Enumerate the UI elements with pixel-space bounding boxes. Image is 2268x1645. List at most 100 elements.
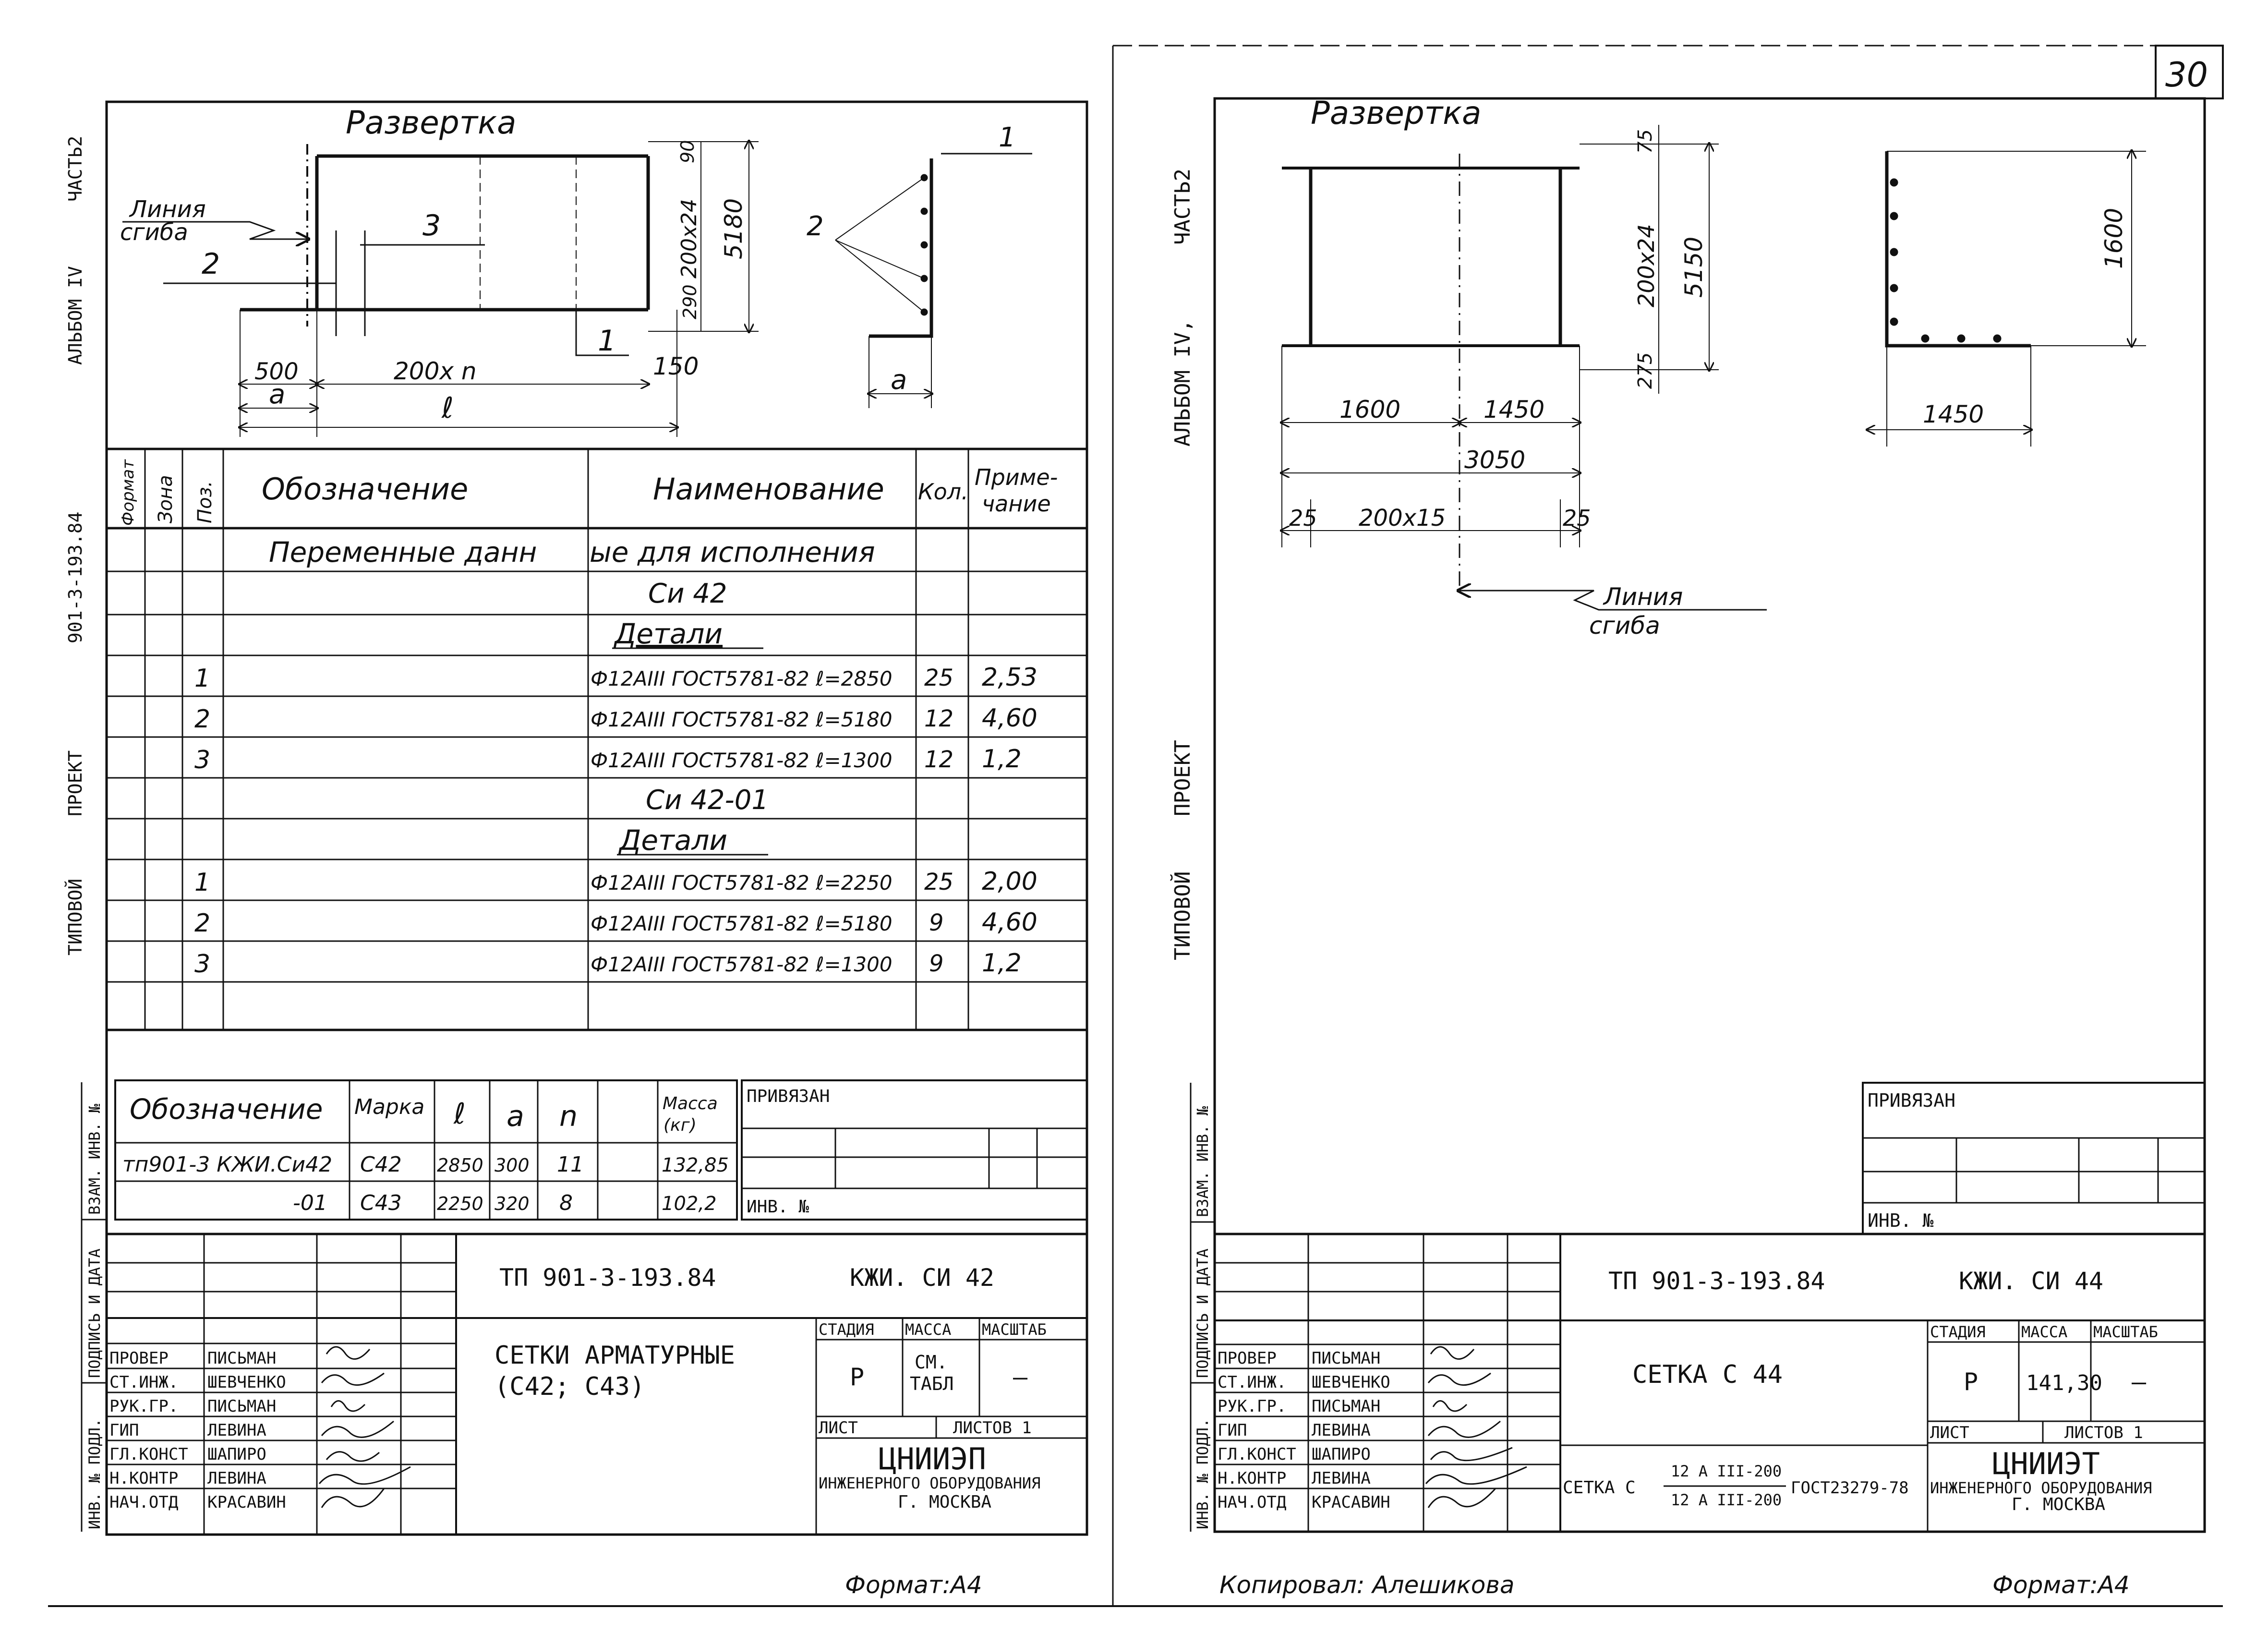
spec-row-name: Ф12АIII ГОСТ5781-82 ℓ=2850 <box>591 667 893 690</box>
tb-stage-label: СТАДИЯ <box>1930 1323 1986 1341</box>
marks-table-border <box>114 1079 738 1221</box>
sheet-1-drawing: Развертка Линия сгиба 3 2 1 <box>120 104 1032 437</box>
signature <box>1425 1466 1527 1485</box>
dim-a: a <box>269 379 285 410</box>
tb-city: Г. МОСКВА <box>2012 1495 2105 1514</box>
tb-person: ПИСЬМАН <box>207 1349 276 1368</box>
page-number-box <box>2155 45 2224 99</box>
bind-block-border <box>741 1079 1088 1221</box>
side-view-dot <box>1957 334 1966 343</box>
tb-title: СЕТКА С 44 <box>1632 1360 1783 1389</box>
marks-header-a: a <box>507 1100 524 1133</box>
sheet-1-side-label: ТИПОВОЙ ПРОЕКТ 901-3-193.84 АЛЬБОМ IV ЧА… <box>65 136 86 956</box>
side-view-dot <box>1890 317 1898 326</box>
side-label-project: ПРОЕКТ <box>65 750 86 816</box>
dim-275: 275 <box>1634 352 1656 389</box>
marks-row-mass: 132,85 <box>662 1154 729 1176</box>
tb-scale-label: МАСШТАБ <box>982 1320 1047 1339</box>
tb-role: РУК.ГР. <box>1218 1397 1286 1416</box>
side-label-typical: ТИПОВОЙ <box>65 879 86 956</box>
tb-sheet-label: ЛИСТ <box>1930 1423 1969 1442</box>
spec-row-name: Ф12АIII ГОСТ5781-82 ℓ=1300 <box>591 749 893 772</box>
sheet-1-format: Формат:А4 <box>845 1571 982 1599</box>
tb-stage: Р <box>850 1363 864 1391</box>
spec-header-pos: Поз. <box>194 481 216 523</box>
bind-inv: ИНВ. № <box>747 1197 809 1217</box>
tb-role: НАЧ.ОТД <box>1218 1493 1286 1512</box>
spec-variable-heading-b: ые для исполнения <box>590 536 875 568</box>
spec-row-qty: 25 <box>924 869 953 895</box>
tb-person: ЛЕВИНА <box>207 1421 266 1440</box>
spec-row-pos: 3 <box>194 950 210 979</box>
spec-row-qty: 12 <box>924 746 953 773</box>
title-block: ТП 901-3-193.84 КЖИ. СИ 44 ПРОВЕР ПИСЬМА… <box>1215 1233 2205 1532</box>
dim-75: 75 <box>1634 129 1656 154</box>
tb-mass-label: МАССА <box>905 1320 951 1339</box>
sheet-1: ТИПОВОЙ ПРОЕКТ 901-3-193.84 АЛЬБОМ IV ЧА… <box>65 100 1088 1599</box>
tb-role: ГЛ.КОНСТ <box>109 1445 188 1464</box>
dim-200xn: 200х n <box>394 357 477 385</box>
spec-header-note-2: чание <box>982 491 1051 517</box>
fold-line-label-1: Линия <box>129 196 206 223</box>
left-stamp-replace: ВЗАМ. ИНВ. № <box>1194 1106 1212 1217</box>
spec-row-qty: 12 <box>924 705 953 732</box>
tb-person: КРАСАВИН <box>1312 1493 1390 1512</box>
signature <box>1432 1400 1468 1412</box>
signature <box>321 1420 394 1438</box>
tb-person: ЛЕВИНА <box>1312 1469 1371 1488</box>
tb-org: ЦНИИЭП <box>879 1441 986 1476</box>
tb-sheets-label: ЛИСТОВ 1 <box>2064 1423 2143 1442</box>
dim-200x15: 200х15 <box>1359 505 1446 532</box>
tb-scale: — <box>2132 1368 2147 1396</box>
tb-role: Н.КОНТР <box>1218 1469 1286 1488</box>
signature <box>1427 1488 1496 1508</box>
side-view-dot <box>1890 284 1898 292</box>
spec-row-pos: 2 <box>194 909 210 938</box>
pos-1-label: 1 <box>598 324 616 358</box>
side-leader-2c <box>835 240 925 313</box>
spec-table-border <box>105 448 1088 1031</box>
dim-200x24: 200х24 <box>677 199 701 278</box>
tb-role: ГЛ.КОНСТ <box>1218 1445 1296 1464</box>
marks-row-l: 2250 <box>437 1193 483 1214</box>
fold-line-label-2: сгиба <box>120 219 188 246</box>
fold-line-leader <box>122 221 307 239</box>
pos-2-label: 2 <box>202 247 220 281</box>
tb-sheets-label: ЛИСТОВ 1 <box>953 1418 1032 1438</box>
spec-row-qty: 9 <box>929 909 944 936</box>
dim-200x24: 200х24 <box>1633 224 1659 307</box>
bind-block: ПРИВЯЗАН ИНВ. № <box>741 1079 1088 1221</box>
side-pos-2: 2 <box>807 211 824 242</box>
tb-person: ПИСЬМАН <box>207 1397 276 1416</box>
spec-header-qty: Кол. <box>918 479 968 505</box>
side-view-dot <box>1890 248 1898 256</box>
marks-row-mass: 102,2 <box>662 1193 717 1215</box>
dim-1450: 1450 <box>1484 396 1544 423</box>
bind-inv: ИНВ. № <box>1868 1210 1933 1231</box>
tb-scale: — <box>1013 1363 1028 1391</box>
pos-1-leader <box>575 310 629 356</box>
side-leader-2b <box>835 240 925 279</box>
tb-sheet-label: ЛИСТ <box>819 1418 858 1438</box>
sheet-2-drawing: Развертка 75 200х24 5150 275 <box>1282 95 2146 640</box>
marks-row-a: 320 <box>495 1193 530 1214</box>
side-dim-1450: 1450 <box>1923 400 1984 428</box>
side-leader-2a <box>835 177 925 241</box>
tb-role: ПРОВЕР <box>109 1349 169 1368</box>
bind-label: ПРИВЯЗАН <box>747 1087 830 1106</box>
bind-block: ПРИВЯЗАН ИНВ. № <box>1862 1082 2206 1235</box>
tb-mass-label: МАССА <box>2021 1323 2067 1341</box>
tb-role: СТ.ИНЖ. <box>109 1373 178 1392</box>
tb-person: ШАПИРО <box>207 1445 266 1464</box>
signature <box>1430 1346 1475 1360</box>
sheet-2-side-label: ТИПОВОЙ ПРОЕКТ АЛЬБОМ IV, ЧАСТЬ2 <box>1170 169 1195 960</box>
tb-stage-label: СТАДИЯ <box>819 1320 874 1339</box>
marks-header-mass: Масса <box>663 1094 718 1113</box>
tb-scale-label: МАСШТАБ <box>2093 1323 2158 1341</box>
title-block: ТП 901-3-193.84 КЖИ. СИ 42 ПРОВЕР ПИСЬМА… <box>107 1233 1087 1535</box>
side-pos-1: 1 <box>999 122 1016 153</box>
tb-person: ЛЕВИНА <box>1312 1421 1371 1440</box>
tb-person: КРАСАВИН <box>207 1493 286 1512</box>
tb-mass: СМ. <box>915 1352 948 1373</box>
